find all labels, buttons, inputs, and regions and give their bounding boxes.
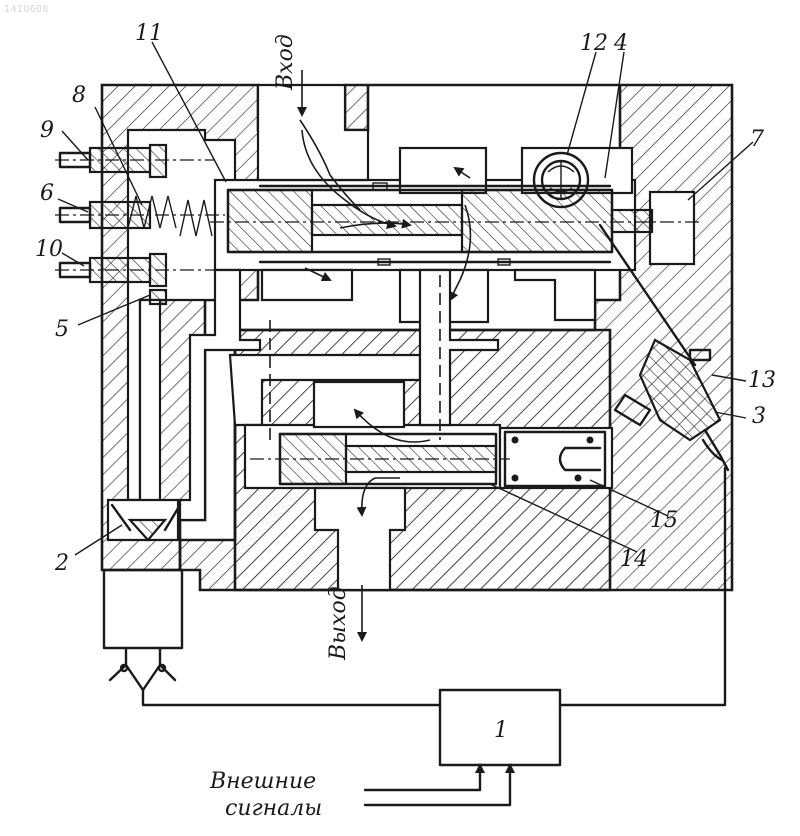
callout-7: 7 xyxy=(750,127,764,152)
callout-8: 8 xyxy=(72,83,86,108)
callout-10: 10 xyxy=(35,237,63,262)
callout-1: 1 xyxy=(494,718,508,743)
callout-12: 12 xyxy=(580,31,608,56)
corner-mark: 1410608 xyxy=(4,4,49,15)
callout-3: 3 xyxy=(752,404,766,429)
external-signals-line1: Внешние xyxy=(209,769,316,794)
callout-2: 2 xyxy=(54,551,69,576)
callout-14: 14 xyxy=(620,547,648,572)
callout-4: 4 xyxy=(613,31,628,56)
callout-6: 6 xyxy=(40,181,54,206)
callout-13: 13 xyxy=(748,368,776,393)
output-label: Выход xyxy=(326,586,351,661)
external-signals-line2: сигналы xyxy=(225,796,322,821)
callout-11: 11 xyxy=(135,21,163,46)
callout-5: 5 xyxy=(55,317,69,342)
input-label: Вход xyxy=(273,34,298,91)
eccentric-disc xyxy=(534,153,588,207)
callout-9: 9 xyxy=(40,118,54,143)
callout-15: 15 xyxy=(650,508,678,533)
